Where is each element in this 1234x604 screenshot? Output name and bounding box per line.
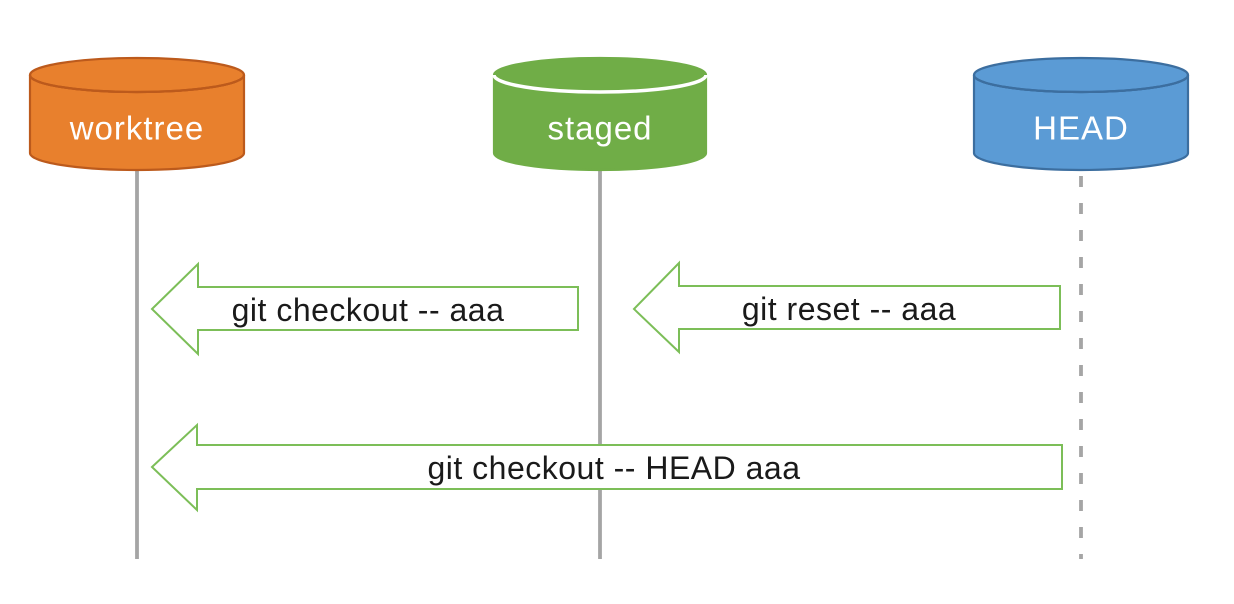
worktree-label: worktree: [69, 110, 205, 147]
lifelines: [135, 170, 1083, 559]
left-block-arrow: [150, 422, 1063, 513]
left-block-arrow: [150, 261, 579, 357]
worktree-cylinder-divider: [28, 74, 246, 94]
staged-cylinder: staged: [492, 56, 708, 172]
arrow-reset-head-to-staged: git reset -- aaa: [632, 260, 1061, 355]
arrow-label-checkout-head-aaa: git checkout -- HEAD aaa: [427, 450, 800, 486]
staged-label: staged: [547, 110, 652, 147]
head-cylinder-divider: [972, 74, 1190, 94]
head-label: HEAD: [1033, 110, 1129, 147]
head-cylinder: HEAD: [972, 56, 1190, 172]
worktree-cylinder: worktree: [28, 56, 246, 172]
staged-cylinder-divider: [492, 74, 708, 94]
arrow-checkout-head-to-worktree: git checkout -- HEAD aaa: [150, 422, 1063, 513]
left-block-arrow: [632, 260, 1061, 355]
arrow-label-checkout-aaa: git checkout -- aaa: [232, 292, 505, 328]
arrow-label-reset-aaa: git reset -- aaa: [742, 291, 956, 327]
arrow-checkout-staged-to-worktree: git checkout -- aaa: [150, 261, 579, 357]
